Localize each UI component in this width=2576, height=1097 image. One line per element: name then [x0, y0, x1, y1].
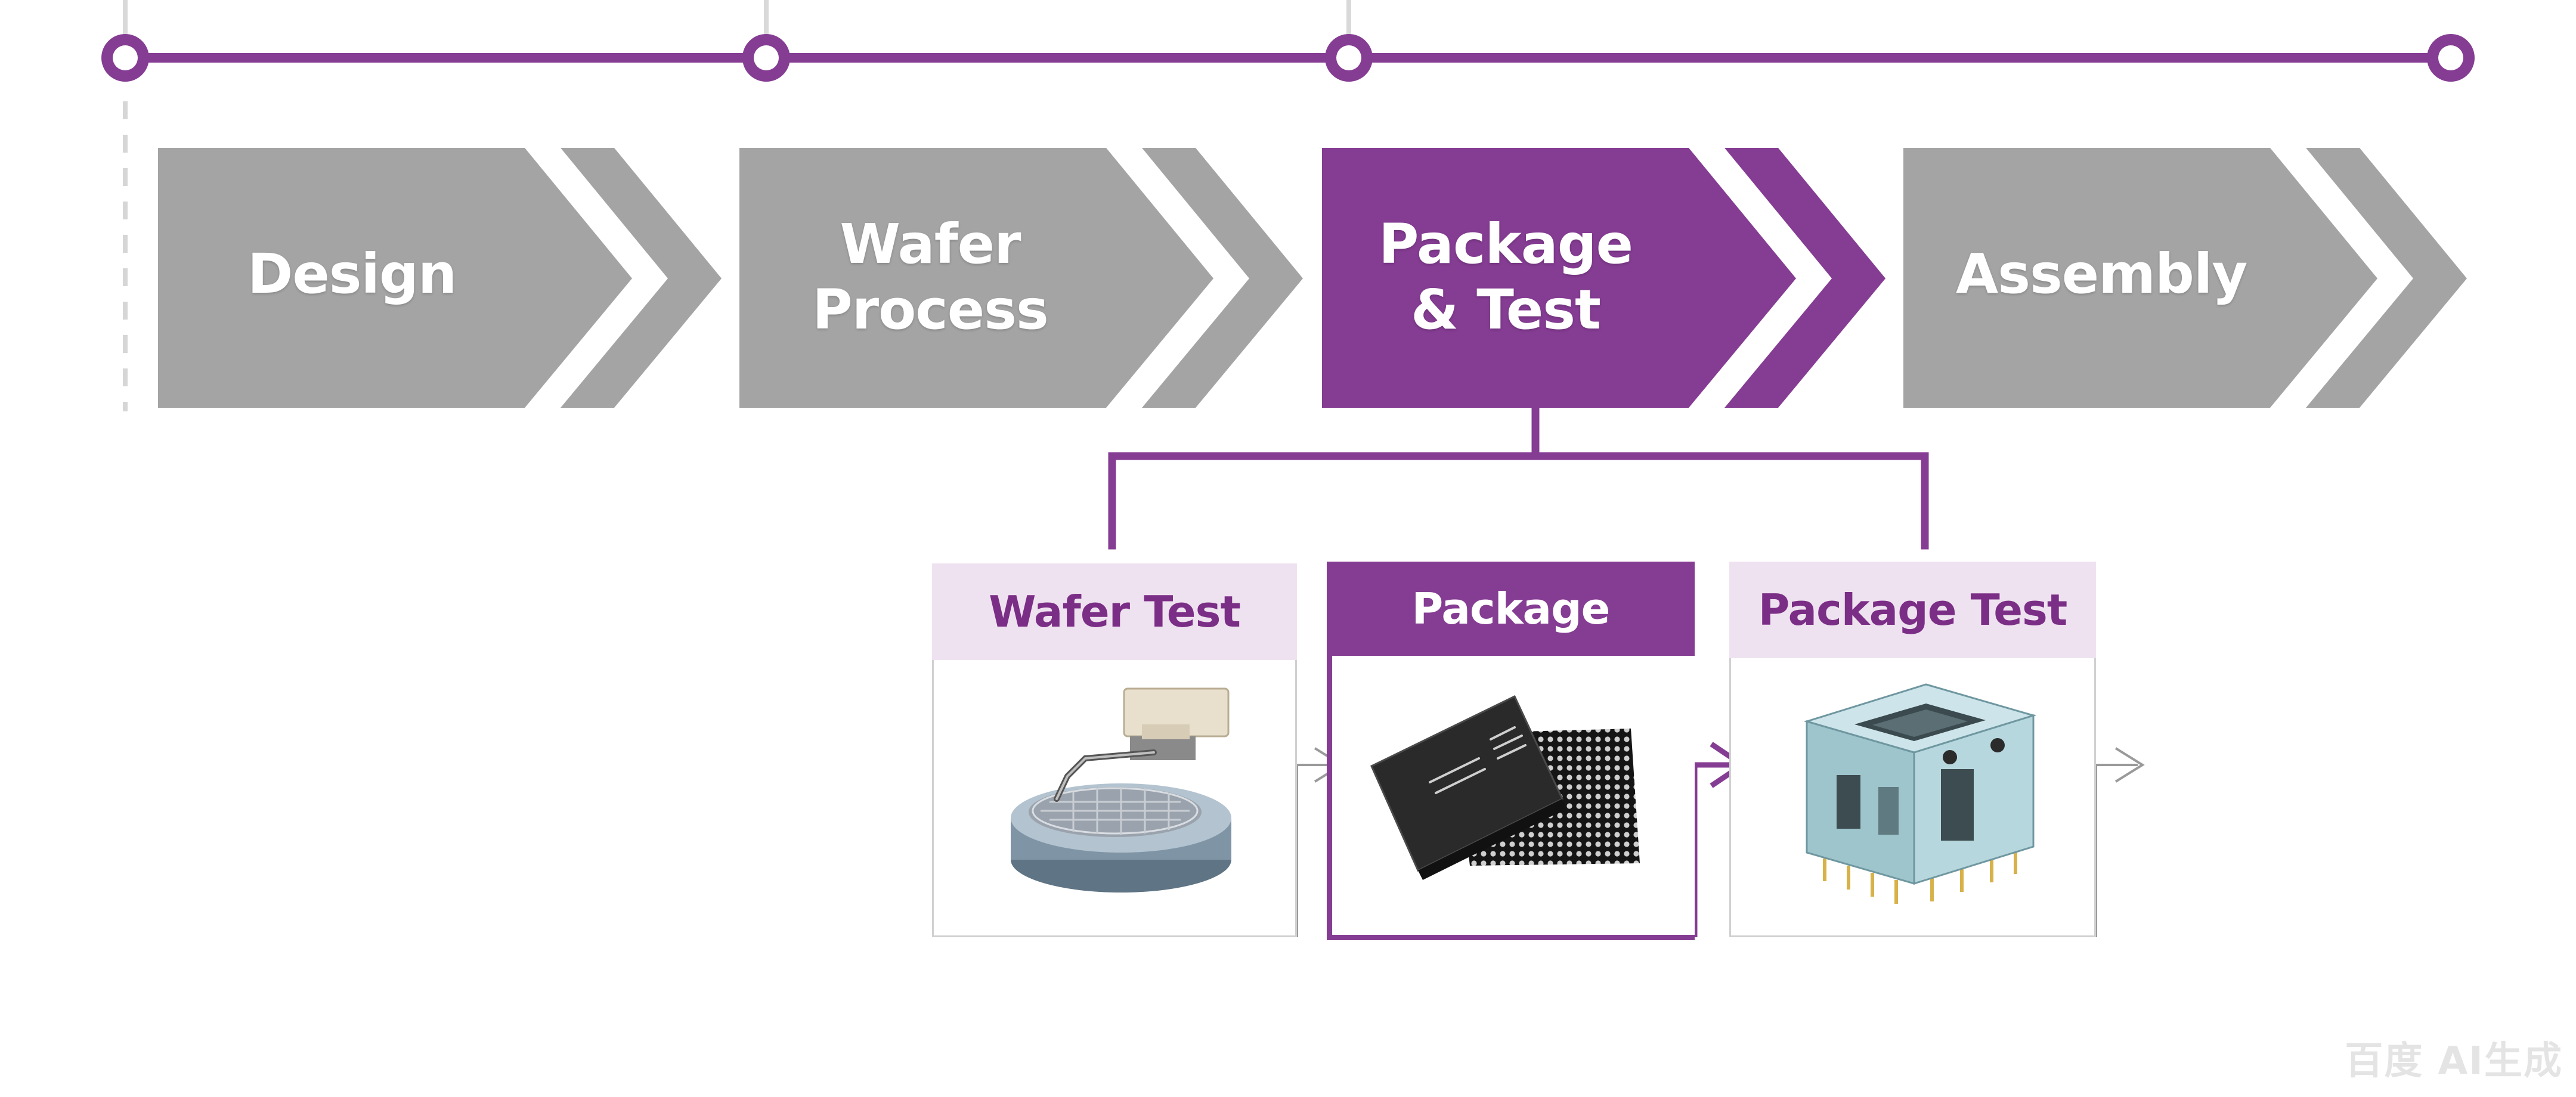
- stage-chevron-package-test: [1322, 148, 1885, 408]
- stage-label-package-test: Package & Test: [1371, 212, 1640, 343]
- stage-label-design: Design: [247, 241, 457, 307]
- timeline-node: [742, 34, 790, 82]
- watermark: 百度 AI生成: [2345, 1039, 2563, 1083]
- stage-label-line: & Test: [1411, 278, 1601, 342]
- timeline-node: [1325, 34, 1373, 82]
- stage-label-line: Assembly: [1956, 242, 2247, 306]
- stage-label-line: Process: [812, 278, 1048, 342]
- substep-header-package-test: Package Test: [1729, 562, 2096, 658]
- stage-label-wafer-process: Wafer Process: [802, 212, 1058, 343]
- stage-label-line: Package: [1378, 212, 1633, 276]
- stage-label-line: Wafer: [840, 212, 1021, 276]
- flow-arrow-3: [2095, 747, 2145, 937]
- timeline-node: [2427, 34, 2475, 82]
- substep-header-package: Package: [1327, 562, 1695, 656]
- substep-bracket: [1108, 404, 1929, 550]
- stage-chevron-wafer-process: [739, 148, 1303, 408]
- stage-chevron-design: [158, 148, 722, 408]
- substep-header-wafer-test: Wafer Test: [932, 563, 1297, 660]
- timeline-node: [101, 34, 149, 82]
- stage-label-assembly: Assembly: [1956, 241, 2247, 307]
- stage-chevron-assembly: [1903, 148, 2467, 408]
- stage-label-line: Design: [247, 242, 457, 306]
